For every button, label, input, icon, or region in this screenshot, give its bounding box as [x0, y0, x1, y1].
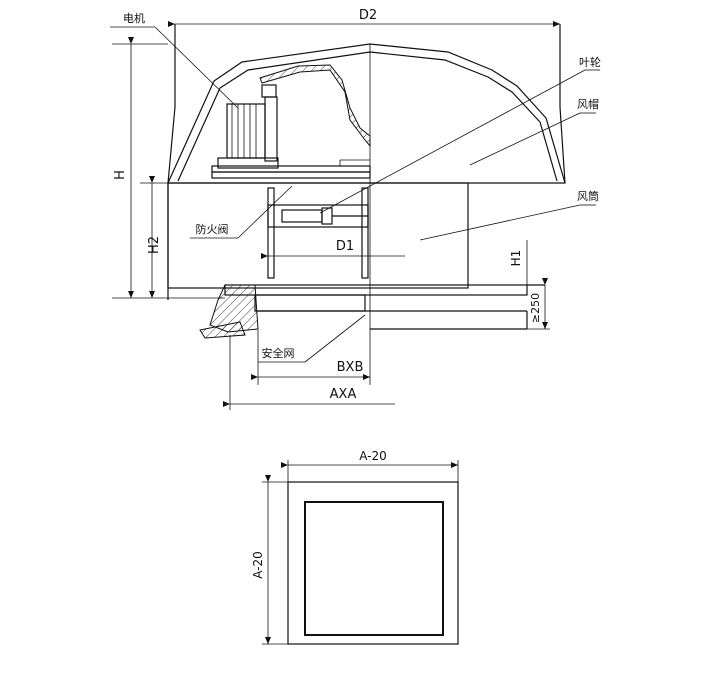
fire-valve-leader — [237, 185, 293, 239]
fire-valve — [267, 187, 369, 279]
impeller-leader — [319, 69, 586, 214]
hood-leader — [469, 112, 581, 166]
d2-label: D2 — [359, 8, 377, 23]
h-label: H — [113, 170, 128, 180]
cylinder-label: 风筒 — [577, 189, 599, 203]
hood-label: 风帽 — [577, 98, 599, 111]
base-plate — [211, 165, 371, 173]
axa-label: AXA — [330, 387, 357, 402]
h1-label: H1 — [509, 250, 523, 267]
elevation-view: D2 H H2 D1 H1 ≥250 BXB AXA 电机 — [110, 8, 601, 410]
base-plate-lower — [211, 171, 371, 179]
impeller-label: 叶轮 — [579, 55, 601, 69]
fire-valve-label: 防火阀 — [196, 222, 229, 236]
a20-top-label: A-20 — [359, 449, 387, 463]
hood-shell-outer — [167, 43, 566, 184]
base-flange — [199, 284, 545, 339]
safety-net-label: 安全网 — [262, 346, 295, 360]
hood-shell-inner — [177, 51, 558, 182]
d1-label: D1 — [336, 239, 354, 254]
motor-label: 电机 — [123, 11, 145, 25]
motor-leader — [154, 26, 239, 109]
motor — [217, 84, 279, 169]
a20-left-label: A-20 — [251, 551, 265, 579]
cylinder-leader — [419, 204, 581, 241]
plan-view: A-20 A-20 — [251, 449, 459, 645]
h250-label: ≥250 — [529, 293, 542, 323]
impeller-cone-section — [259, 64, 371, 148]
plan-inner-square — [304, 501, 444, 636]
safety-net-leader — [304, 314, 366, 363]
bxb-label: BXB — [337, 360, 364, 375]
h2-label: H2 — [147, 236, 162, 254]
motor-cap — [261, 84, 277, 98]
plan-outer-square — [287, 481, 459, 645]
